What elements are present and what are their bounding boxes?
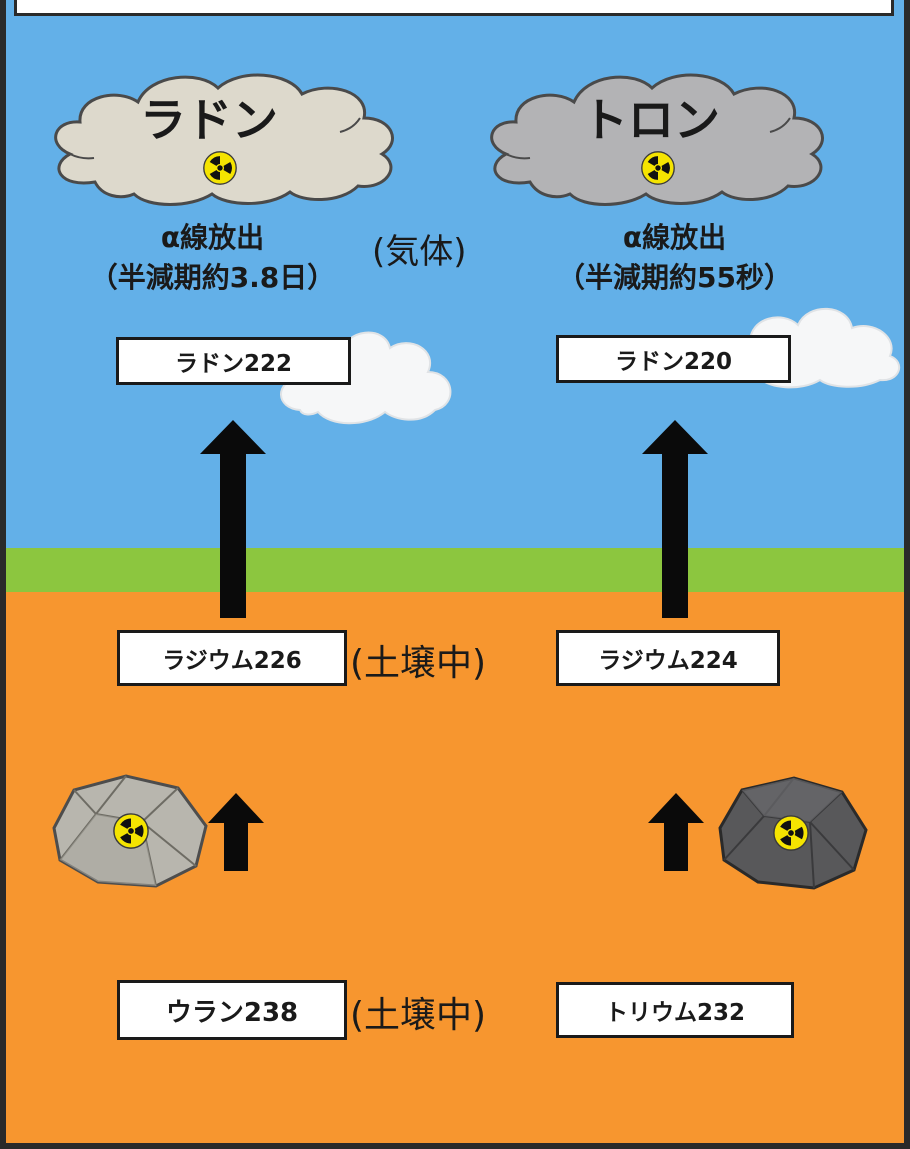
grass-strip bbox=[6, 548, 904, 594]
radon-decay-info: α線放出 （半減期約3.8日） bbox=[60, 218, 365, 298]
thoron-decay-type: α線放出 bbox=[622, 221, 727, 254]
radon222-label: ラドン222 bbox=[116, 337, 351, 385]
radon220-label: ラドン220 bbox=[556, 335, 791, 383]
uranium238-label: ウラン238 bbox=[117, 980, 347, 1040]
frame-border-left bbox=[0, 0, 6, 1149]
radiation-icon bbox=[203, 151, 237, 185]
thoron-name: トロン bbox=[582, 93, 720, 147]
gas-state-label: (気体) bbox=[372, 232, 467, 272]
soil-state-label: (土壌中) bbox=[350, 995, 487, 1036]
radon-cloud-icon bbox=[54, 73, 394, 206]
soil-state-label: (土壌中) bbox=[350, 643, 487, 684]
thoron-decay-info: α線放出 （半減期約55秒） bbox=[522, 218, 827, 298]
up-arrow-icon bbox=[208, 793, 264, 871]
radon-decay-type: α線放出 bbox=[160, 221, 265, 254]
radiation-icon bbox=[641, 151, 675, 185]
radium226-label: ラジウム226 bbox=[117, 630, 347, 686]
top-banner-box bbox=[14, 0, 894, 16]
up-arrow-icon bbox=[200, 420, 266, 618]
frame-border-right bbox=[904, 0, 910, 1149]
thorium232-label: トリウム232 bbox=[556, 982, 794, 1038]
radiation-icon bbox=[113, 813, 149, 849]
thoron-half-life: （半減期約55秒） bbox=[557, 261, 792, 294]
radon-name: ラドン bbox=[140, 93, 278, 147]
up-arrow-icon bbox=[642, 420, 708, 618]
up-arrow-icon bbox=[648, 793, 704, 871]
radiation-icon bbox=[773, 815, 809, 851]
radium224-label: ラジウム224 bbox=[556, 630, 780, 686]
frame-border-bottom bbox=[0, 1143, 910, 1149]
radon-half-life: （半減期約3.8日） bbox=[89, 261, 336, 294]
thoron-cloud-icon bbox=[490, 73, 824, 206]
